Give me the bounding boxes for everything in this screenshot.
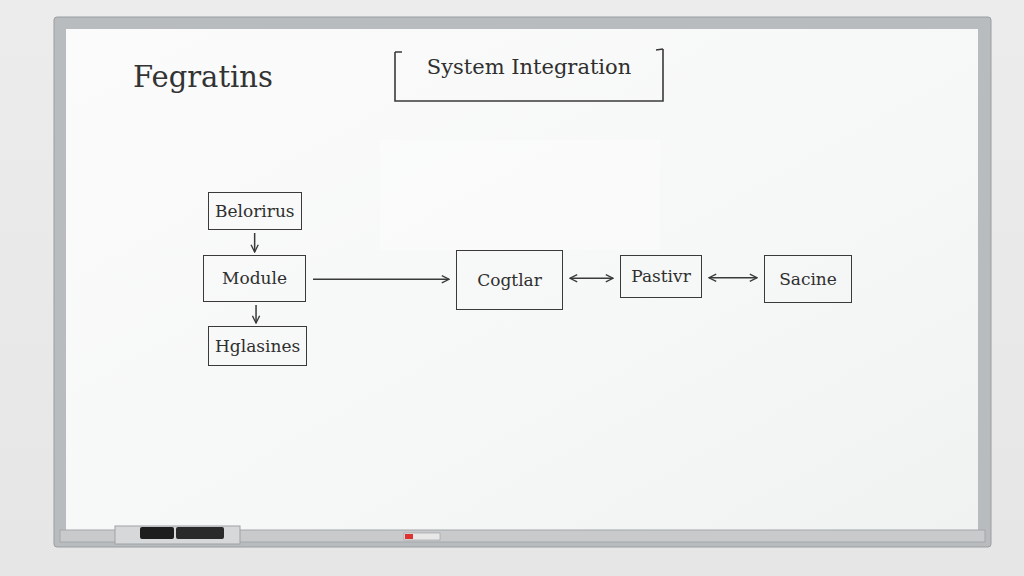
box-label: Belorirus xyxy=(215,202,295,221)
board-surface xyxy=(66,29,978,533)
process-box: Pastivr xyxy=(620,255,702,298)
title-bracket xyxy=(395,49,663,101)
process-box: Module xyxy=(203,255,306,302)
brand-sticker xyxy=(404,533,440,540)
process-box: Belorirus xyxy=(208,192,302,230)
connector-arrow xyxy=(313,279,449,281)
connector-arrow xyxy=(709,277,757,279)
box-label: Hglasines xyxy=(215,337,300,356)
connector-arrow xyxy=(254,233,256,252)
process-box: Hglasines xyxy=(208,326,307,366)
box-label: Cogtlar xyxy=(477,271,542,290)
process-box: Cogtlar xyxy=(456,250,563,310)
brand-sticker-mark xyxy=(405,534,413,539)
box-label: Sacine xyxy=(779,270,837,289)
eraser-holder xyxy=(115,526,240,544)
glare xyxy=(380,140,660,250)
process-box: Sacine xyxy=(764,255,852,303)
connector-arrow xyxy=(570,278,613,280)
board-frame xyxy=(54,17,991,547)
title-text: System Integration xyxy=(395,55,663,79)
box-label: Module xyxy=(222,269,287,288)
marker xyxy=(140,527,174,539)
heading-note: Fegratins xyxy=(133,60,273,94)
box-label: Pastivr xyxy=(631,267,691,286)
connector-arrow xyxy=(255,305,257,323)
marker xyxy=(176,527,224,539)
